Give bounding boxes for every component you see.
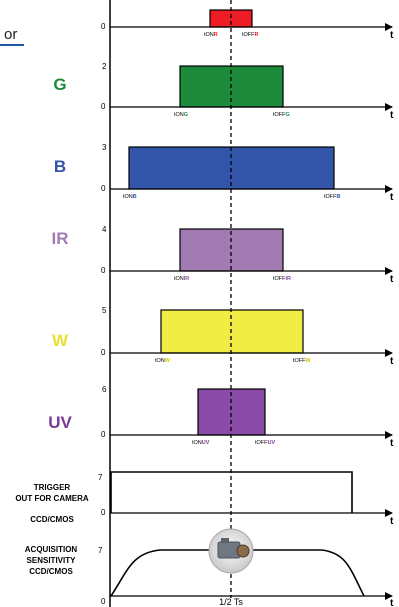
pulse-ir <box>179 228 284 272</box>
tick-zero: 0 <box>101 597 106 606</box>
t-on-tag: W <box>165 358 171 364</box>
fragment-text: or <box>4 26 18 43</box>
axis-t-label: t <box>390 192 394 203</box>
t-off-tag: IR <box>286 276 292 282</box>
trigger-label: CCD/CMOS <box>30 515 74 524</box>
axis-t-label: t <box>390 598 394 607</box>
fragment-underline <box>0 44 24 46</box>
t-on-tag: G <box>184 112 188 118</box>
tick-zero: 0 <box>101 508 106 517</box>
tick-zero: 0 <box>101 22 106 31</box>
t-on-label: tONR <box>204 32 218 38</box>
acquisition-label: ACQUISITION <box>25 545 78 554</box>
t-off-label: tOFFUV <box>255 440 276 446</box>
t-off-tag: W <box>306 358 312 364</box>
axis-t-label: t <box>390 274 394 285</box>
t-off-label: tOFFW <box>293 358 312 364</box>
channel-label-g: G <box>53 75 66 94</box>
axis-t-label: t <box>390 438 394 449</box>
level-value: 7 <box>98 546 103 555</box>
t-on-label: tONB <box>123 194 137 200</box>
tick-zero: 0 <box>101 184 106 193</box>
t-off-tag: R <box>255 32 259 38</box>
t-off-label: tOFFB <box>324 194 341 200</box>
channel-label-ir: IR <box>52 229 69 248</box>
t-on-label: tONIR <box>174 276 189 282</box>
axis-t-label: t <box>390 30 394 41</box>
level-value: 2 <box>102 62 107 71</box>
t-on-tag: IR <box>184 276 190 282</box>
t-on-label: tONUV <box>192 440 210 446</box>
t-off-label: tOFFIR <box>273 276 291 282</box>
channel-label-uv: UV <box>48 413 72 432</box>
tick-zero: 0 <box>101 348 106 357</box>
t-off-label: tOFFR <box>242 32 259 38</box>
level-value: 7 <box>98 473 103 482</box>
level-value: 3 <box>102 143 107 152</box>
axis-t-label: t <box>390 356 394 367</box>
t-off-tag: G <box>286 112 290 118</box>
axis-t-label: t <box>390 110 394 121</box>
t-off-label: tOFFG <box>273 112 290 118</box>
tick-zero: 0 <box>101 266 106 275</box>
tick-zero: 0 <box>101 430 106 439</box>
t-off-tag: B <box>337 194 341 200</box>
channel-label-w: W <box>52 331 69 350</box>
t-on-label: tONW <box>155 358 171 364</box>
level-value: 5 <box>102 306 107 315</box>
trigger-label: OUT FOR CAMERA <box>15 494 89 503</box>
camera-top-icon <box>221 538 229 543</box>
channel-label-b: B <box>54 157 66 176</box>
t-on-tag: R <box>214 32 218 38</box>
half-period-label: 1/2 Ts <box>219 597 243 607</box>
axis-t-label: t <box>390 516 394 527</box>
pulse-w <box>160 309 304 354</box>
acquisition-label: SENSITIVITY <box>27 556 77 565</box>
t-off-tag: UV <box>268 440 276 446</box>
level-value: 4 <box>102 225 107 234</box>
t-on-label: tONG <box>174 112 188 118</box>
trigger-label: TRIGGER <box>34 483 71 492</box>
t-on-tag: UV <box>202 440 210 446</box>
tick-zero: 0 <box>101 102 106 111</box>
camera-lens-icon <box>236 544 250 558</box>
level-value: 6 <box>102 385 107 394</box>
acquisition-label: CCD/CMOS <box>29 567 73 576</box>
t-on-tag: B <box>133 194 137 200</box>
